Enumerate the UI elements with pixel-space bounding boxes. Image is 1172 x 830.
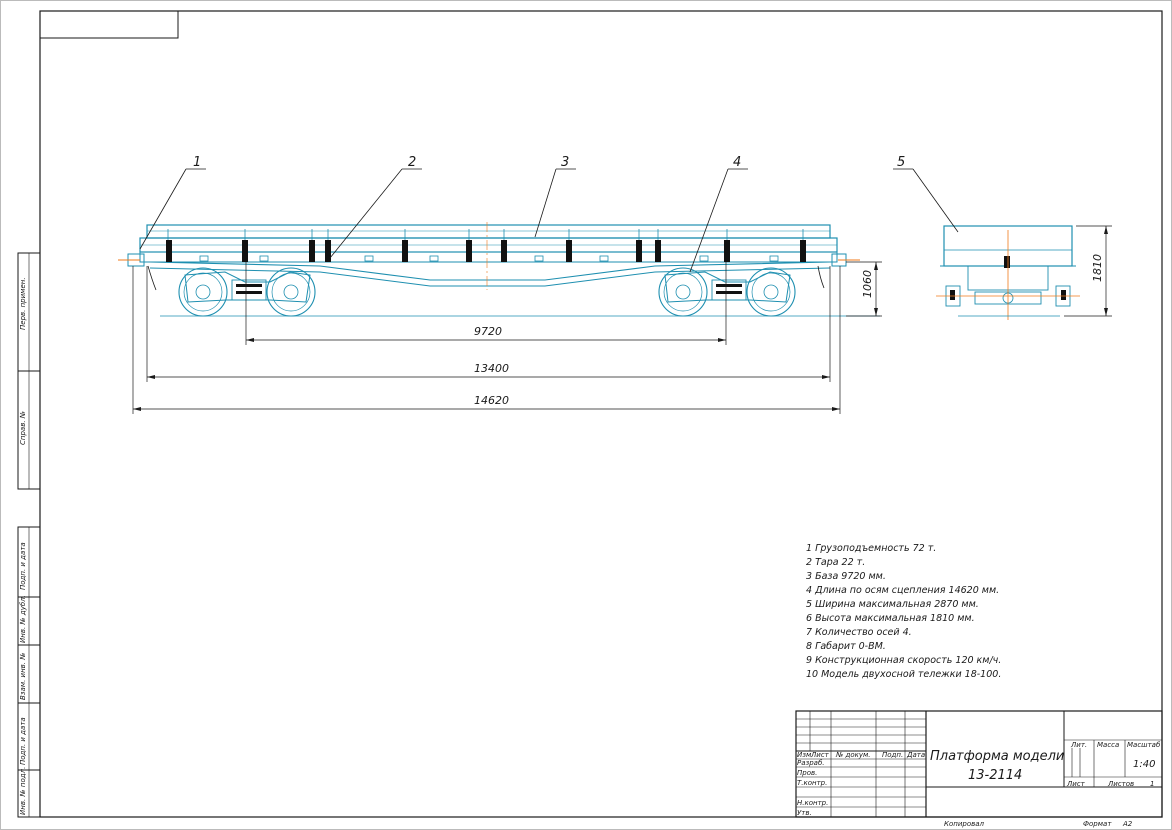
- tb-sign: Подп.: [882, 751, 903, 759]
- side-stamp: Перв. примен. Справ. № Подп. и дата Инв.…: [17, 252, 41, 818]
- side-stamp-cell: Подп. и дата: [19, 542, 27, 590]
- footer-copied: Копировал: [944, 820, 985, 828]
- spec-line: 8 Габарит 0-ВМ.: [806, 641, 886, 652]
- right-bogie: [658, 267, 796, 317]
- tb-lit: Лит.: [1070, 741, 1087, 749]
- dim-frame-length: 13400: [474, 362, 509, 375]
- tb-sheets-value: 1: [1150, 780, 1154, 788]
- side-stamp-cell: Справ. №: [19, 411, 27, 445]
- tb-sheets: Листов: [1107, 780, 1134, 788]
- left-bogie: [178, 267, 316, 317]
- spec-line: 10 Модель двухосной тележки 18-100.: [806, 669, 1001, 680]
- spec-line: 3 База 9720 мм.: [806, 571, 886, 582]
- callouts: [139, 168, 959, 273]
- tb-tkontr: Т.контр.: [797, 779, 827, 787]
- side-stamp-cell: Инв. № дубл.: [19, 595, 27, 643]
- sheet-frame: [39, 10, 1163, 818]
- side-stamp-cell: Перв. примен.: [19, 277, 27, 330]
- spec-line: 6 Высота максимальная 1810 мм.: [806, 613, 975, 624]
- callout-3: 3: [561, 155, 569, 170]
- callout-5: 5: [897, 155, 905, 170]
- dimension-lines: [132, 225, 1112, 414]
- spec-line: 4 Длина по осям сцепления 14620 мм.: [806, 585, 999, 596]
- tb-razrab: Разраб.: [797, 759, 825, 767]
- spec-line: 5 Ширина максимальная 2870 мм.: [806, 599, 979, 610]
- tb-sheet: Лист: [1066, 780, 1086, 788]
- specifications: 1 Грузоподъемность 72 т. 2 Тара 22 т. 3 …: [806, 543, 1001, 680]
- tb-list: Лист: [810, 751, 830, 759]
- side-stamp-cell: Взам. инв. №: [19, 652, 27, 700]
- tb-date: Дата: [906, 751, 925, 759]
- tb-izm: Изм: [797, 751, 812, 759]
- spec-line: 1 Грузоподъемность 72 т.: [806, 543, 936, 554]
- side-stamp-cell: Инв. № подл.: [19, 767, 27, 815]
- tb-doc: № докум.: [835, 751, 871, 759]
- spec-line: 9 Конструкционная скорость 120 км/ч.: [806, 655, 1001, 666]
- top-left-stamp-box: [39, 10, 179, 39]
- callout-2: 2: [408, 155, 416, 170]
- tb-nkontr: Н.контр.: [797, 799, 828, 807]
- platform-side-view: [118, 222, 880, 317]
- dim-height-1810: 1810: [1091, 254, 1104, 282]
- tb-scale-label: Масштаб: [1127, 741, 1161, 749]
- drawing-title-line2: 13-2114: [968, 768, 1022, 783]
- title-block-labels: Изм Лист № докум. Подп. Дата Разраб. Про…: [797, 741, 1161, 817]
- dim-height-1060: 1060: [861, 270, 874, 298]
- side-stamp-cell: Подп. и дата: [19, 717, 27, 765]
- tb-utv: Утв.: [797, 809, 812, 817]
- tb-scale-value: 1:40: [1133, 759, 1155, 770]
- footer-format-value: А2: [1122, 820, 1133, 828]
- callout-4: 4: [733, 155, 741, 170]
- tb-mass: Масса: [1097, 741, 1119, 749]
- platform-end-view: [936, 225, 1080, 320]
- dimension-arrows: [133, 226, 1108, 411]
- spec-line: 2 Тара 22 т.: [806, 557, 865, 568]
- footer-format: Формат: [1083, 820, 1112, 828]
- title-block: [795, 710, 1163, 818]
- drawing-title-line1: Платформа модели: [930, 749, 1064, 764]
- dim-coupling-length: 14620: [474, 394, 509, 407]
- dim-base: 9720: [474, 325, 502, 338]
- callout-1: 1: [193, 155, 201, 170]
- spec-line: 7 Количество осей 4.: [806, 627, 912, 638]
- tb-prov: Пров.: [797, 769, 817, 777]
